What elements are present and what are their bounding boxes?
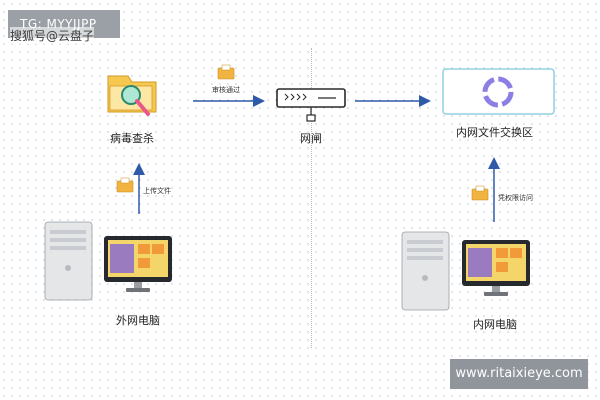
exchange-area-label: 内网文件交换区 — [456, 126, 533, 139]
antivirus-label: 病毒查杀 — [110, 132, 154, 145]
external-pc-icon — [44, 221, 172, 301]
external-pc-label: 外网电脑 — [116, 314, 160, 327]
network-divider — [311, 48, 312, 348]
exchange-area-box — [442, 68, 555, 115]
watermark-top-sub: 搜狐号@云盘子 — [10, 27, 95, 44]
watermark-bottom: www.ritaixieye.com — [450, 359, 588, 389]
access-by-permission-label: 凭权限访问 — [498, 194, 533, 202]
document-icon-access — [471, 185, 489, 201]
gateway-device-icon — [276, 88, 346, 122]
document-icon-audit — [217, 64, 235, 80]
internal-pc-icon — [401, 231, 530, 311]
gateway-label: 网闸 — [300, 132, 322, 145]
document-icon-upload — [116, 177, 134, 193]
internal-pc-label: 内网电脑 — [473, 318, 517, 331]
antivirus-folder-icon — [107, 75, 157, 116]
audit-passed-label: 审核通过 — [212, 86, 240, 94]
upload-file-label: 上传文件 — [143, 187, 171, 195]
